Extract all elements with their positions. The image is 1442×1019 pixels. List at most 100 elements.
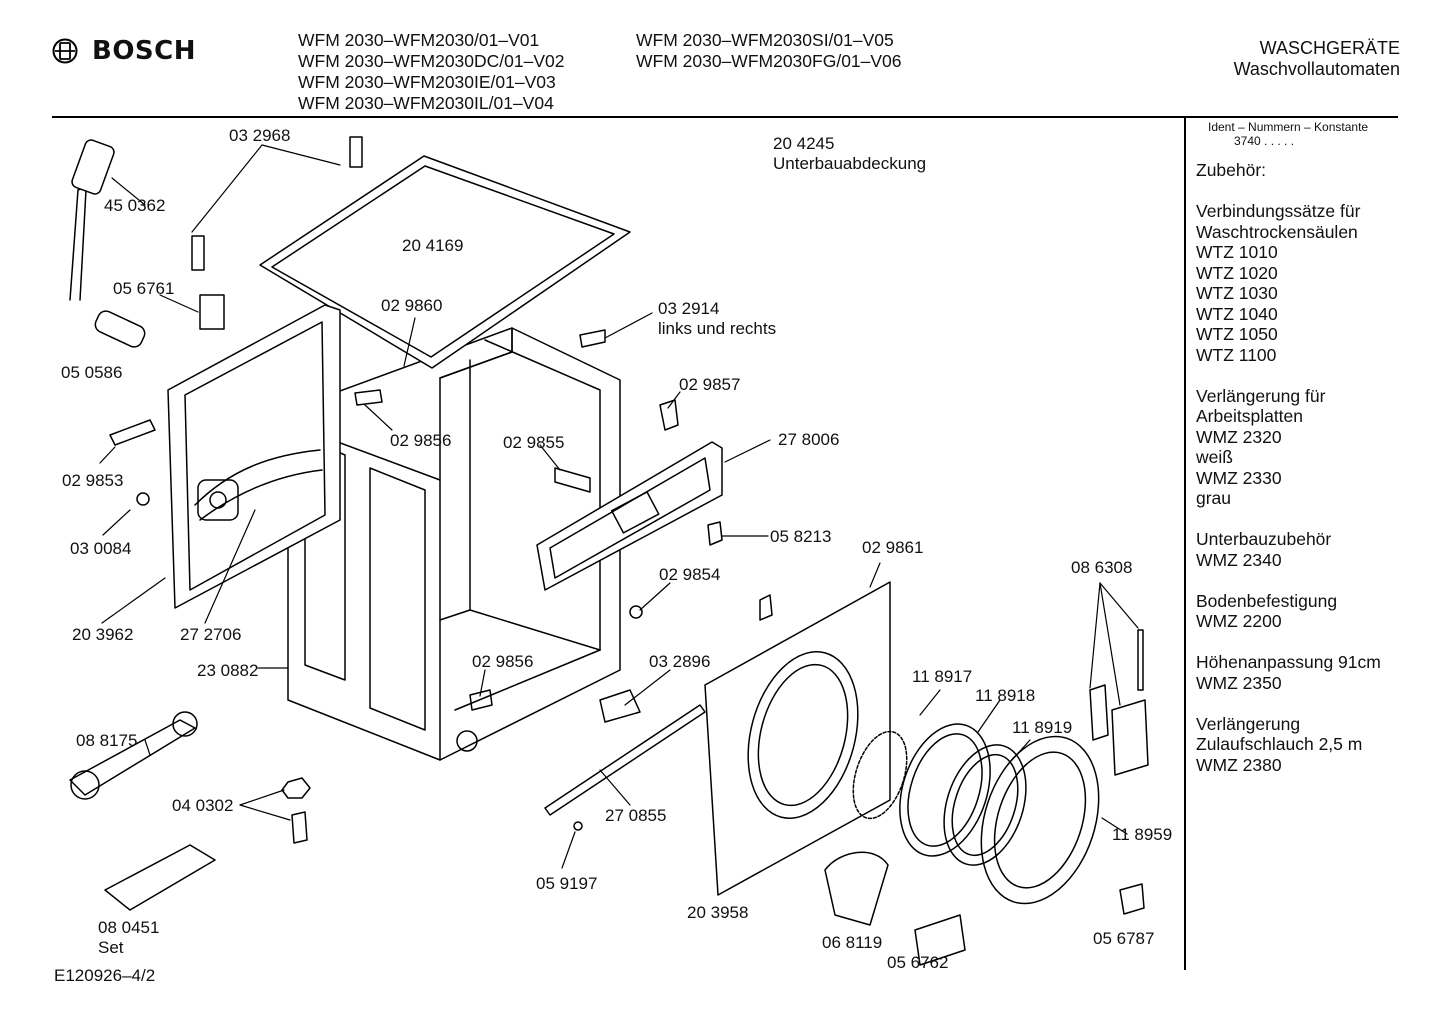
part-label: 08 6308: [1071, 558, 1133, 577]
power-cable-icon: [69, 184, 91, 301]
part-label: 20 3962: [72, 625, 134, 644]
part-label: 02 9857: [679, 375, 741, 394]
accessory-line: WMZ 2200: [1196, 611, 1282, 631]
accessories-sidebar: Ident – Nummern – Konstante 3740 . . . .…: [1196, 120, 1416, 796]
part-label: 23 0882: [197, 661, 259, 680]
bolt-icon: [291, 811, 308, 844]
part-label: 02 9855: [503, 433, 565, 452]
small-parts: [69, 136, 1149, 966]
part-label: 05 0586: [61, 363, 123, 382]
handle-icon: [1119, 883, 1145, 915]
door-assembly: [852, 723, 1100, 905]
header-divider: [52, 116, 1398, 118]
part-label: 06 8119: [822, 933, 883, 952]
part-label: 11 8959: [1112, 825, 1173, 844]
accessory-line: Verbindungssätze für: [1196, 201, 1361, 221]
part-label: 45 0362: [104, 196, 166, 215]
accessory-line: Unterbauzubehör: [1196, 529, 1332, 549]
accessory-line: weiß: [1196, 447, 1233, 467]
part-label: 05 6762: [887, 953, 949, 972]
accessory-line: WTZ 1050: [1196, 324, 1278, 344]
accessory-group: Höhenanpassung 91cm WMZ 2350: [1196, 652, 1416, 693]
model-list-left: WFM 2030–WFM2030/01–V01 WFM 2030–WFM2030…: [298, 30, 565, 114]
ident-label: Ident – Nummern – Konstante: [1208, 120, 1369, 134]
leader-lines: [99, 144, 1139, 869]
clip-icon: [199, 294, 225, 330]
part-label: 05 6787: [1093, 929, 1155, 948]
accessory-line: WTZ 1010: [1196, 242, 1278, 262]
part-label: 03 2914: [658, 299, 720, 318]
model-line: WFM 2030–WFM2030FG/01–V06: [636, 51, 902, 71]
front-panel: [704, 581, 891, 896]
part-label: 27 2706: [180, 625, 242, 644]
part-label: 04 0302: [172, 796, 234, 815]
top-cover: [259, 155, 631, 369]
accessory-line: Verlängerung: [1196, 713, 1301, 734]
part-label: 02 9856: [472, 652, 534, 671]
accessory-line: Höhenanpassung 91cm: [1196, 652, 1381, 672]
accessory-line: WMZ 2340: [1196, 549, 1282, 570]
accessory-group: Unterbauzubehör WMZ 2340: [1196, 529, 1416, 570]
hinge-icon: [824, 851, 889, 926]
accessory-line: grau: [1196, 488, 1232, 508]
accessory-line: Bodenbefestigung: [1196, 590, 1338, 611]
accessory-line: WTZ 1040: [1196, 303, 1278, 324]
part-label: 03 2968: [229, 126, 291, 145]
lock-icon: [914, 914, 966, 966]
part-description: links und rechts: [658, 319, 777, 338]
control-panel-bracket: [536, 441, 723, 591]
part-label: 02 9861: [862, 538, 924, 557]
part-label: 27 0855: [605, 806, 667, 825]
accessory-group: Verlängerung für Arbeitsplatten WMZ 2320…: [1196, 386, 1416, 509]
part-label: 08 8175: [76, 731, 138, 750]
accessory-line: Verlängerung für: [1196, 385, 1326, 406]
part-label: 02 9853: [62, 471, 124, 490]
model-line: WFM 2030–WFM2030/01–V01: [298, 30, 540, 50]
floor-plate-icon: [104, 844, 216, 911]
accessory-line: WMZ 2380: [1196, 754, 1282, 775]
part-label: 03 2896: [649, 652, 711, 671]
model-list-right: WFM 2030–WFM2030SI/01–V05 WFM 2030–WFM20…: [636, 30, 902, 72]
brand-name: BOSCH: [92, 36, 196, 66]
category-heading: WASCHGERÄTE Waschvollautomaten: [1234, 38, 1400, 80]
wrench-icon: [69, 719, 196, 796]
ident-value: 3740 . . . . .: [1234, 134, 1295, 148]
part-label: 11 8917: [912, 667, 973, 686]
exploded-view-drawing: [69, 136, 1149, 966]
model-line: WFM 2030–WFM2030SI/01–V05: [636, 30, 894, 50]
accessory-group: Verlängerung Zulaufschlauch 2,5 m WMZ 23…: [1196, 714, 1416, 776]
part-label: 27 8006: [778, 430, 840, 449]
part-label: 03 0084: [70, 539, 132, 558]
bracket-icon: [1089, 684, 1109, 741]
part-label: 20 4169: [402, 236, 464, 255]
accessory-line: Waschtrockensäulen: [1196, 221, 1358, 242]
part-label: 02 9860: [381, 296, 443, 315]
accessory-line: Arbeitsplatten: [1196, 406, 1304, 426]
rail-icon: [544, 704, 706, 816]
sidebar-divider: [1184, 118, 1186, 970]
accessory-line: WMZ 2350: [1196, 672, 1282, 693]
category-line-2: Waschvollautomaten: [1233, 59, 1400, 79]
part-label: 05 8213: [770, 527, 832, 546]
accessory-line: Zubehör:: [1196, 160, 1267, 180]
category-line-1: WASCHGERÄTE: [1259, 38, 1400, 58]
accessory-group: Zubehör:: [1196, 160, 1416, 181]
nut-icon: [281, 777, 311, 799]
side-panel-left: [167, 304, 341, 609]
accessory-line: WMZ 2320: [1196, 426, 1282, 447]
part-label: 20 4245: [773, 134, 835, 153]
accessory-line: WTZ 1030: [1196, 283, 1278, 303]
part-description: Unterbauabdeckung: [773, 154, 927, 173]
filter-icon: [94, 310, 146, 348]
part-label: 05 9197: [536, 874, 598, 893]
accessory-line: WTZ 1020: [1196, 262, 1278, 283]
accessory-line: WMZ 2330: [1196, 467, 1282, 488]
part-label: 02 9856: [390, 431, 452, 450]
accessory-group: Verbindungssätze für Waschtrockensäulen …: [1196, 201, 1416, 365]
brand-logo: BOSCH: [52, 36, 196, 66]
part-label: 20 3958: [687, 903, 749, 922]
part-label: 08 0451: [98, 918, 160, 937]
model-line: WFM 2030–WFM2030IE/01–V03: [298, 72, 556, 92]
part-description: Set: [98, 938, 124, 957]
part-label: 11 8919: [1012, 718, 1073, 737]
